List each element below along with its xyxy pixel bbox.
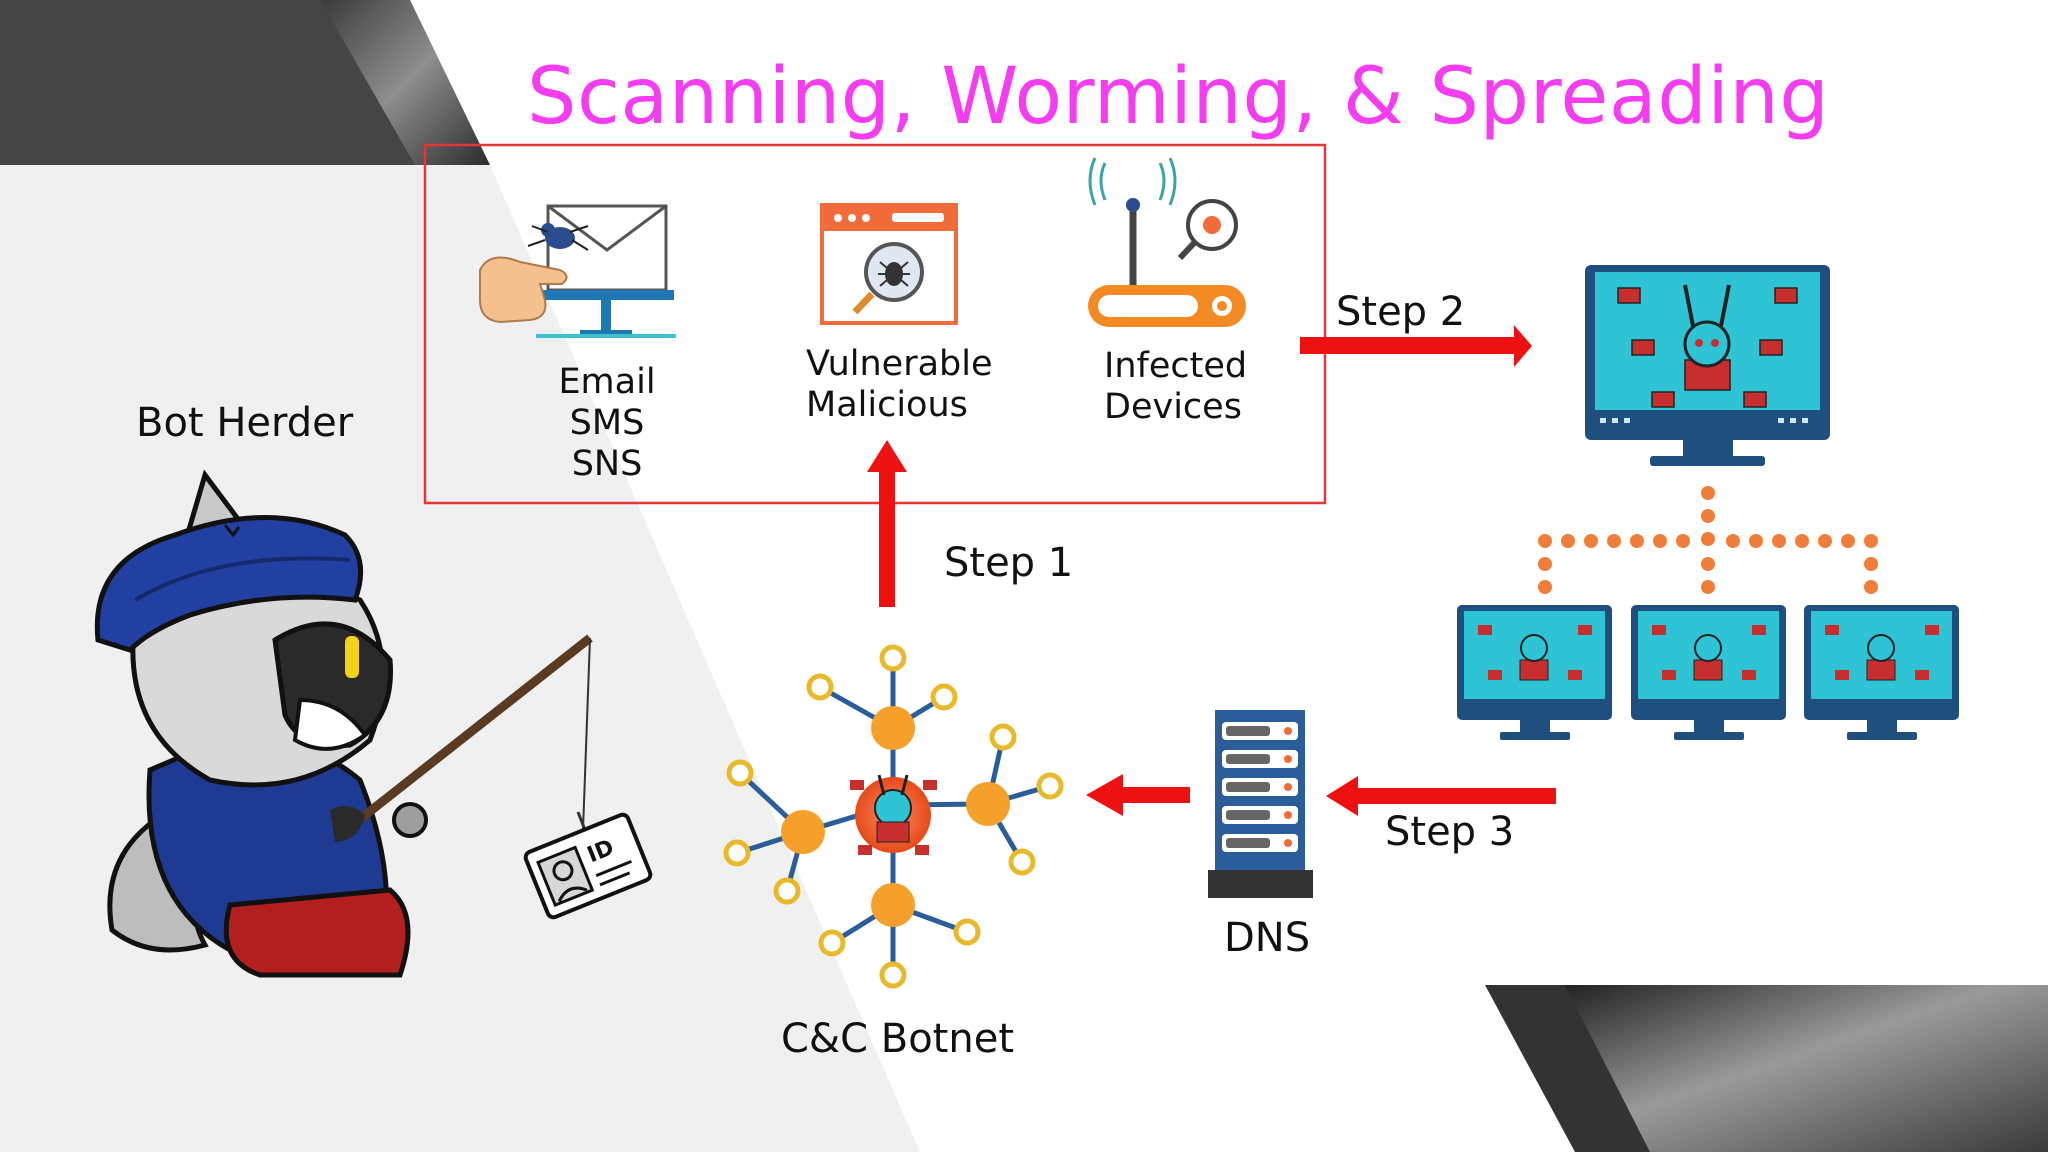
infected-router-icon xyxy=(1088,157,1246,327)
step1-arrow xyxy=(867,440,907,607)
devices-label-line: Devices xyxy=(1104,387,1242,427)
slide-title: Scanning, Worming, & Spreading xyxy=(527,52,1830,142)
step3-arrow-b xyxy=(1086,774,1190,816)
email-sms-sns-label: Email SMS SNS xyxy=(497,362,717,485)
malicious-label-line: Malicious xyxy=(806,385,968,425)
sns-label-line: SNS xyxy=(571,444,643,484)
dns-server-icon xyxy=(1208,710,1313,898)
step2-arrow xyxy=(1300,325,1532,367)
dns-label: DNS xyxy=(1224,915,1311,961)
email-label-line: Email xyxy=(558,362,656,402)
network-connector-dots xyxy=(1538,486,1878,594)
bot-herder-label: Bot Herder xyxy=(136,400,354,446)
infected-monitor-right xyxy=(1804,605,1959,740)
id-badge-icon: ID xyxy=(523,811,653,920)
email-phishing-icon xyxy=(479,204,676,338)
bot-herder-character xyxy=(94,469,593,978)
step1-label: Step 1 xyxy=(944,540,1074,586)
vulnerable-malicious-label: Vulnerable Malicious xyxy=(806,344,993,426)
infected-main-monitor xyxy=(1585,265,1830,466)
sms-label-line: SMS xyxy=(569,403,645,443)
cc-botnet-label: C&C Botnet xyxy=(781,1016,1015,1062)
infected-devices-label: Infected Devices xyxy=(1104,346,1247,428)
infected-label-line: Infected xyxy=(1104,346,1248,386)
malicious-webpage-icon xyxy=(820,203,958,325)
methods-frame xyxy=(423,143,1327,505)
cc-botnet-nodes xyxy=(723,644,1064,989)
step3-label: Step 3 xyxy=(1385,809,1515,855)
infected-monitor-left xyxy=(1457,605,1612,740)
step2-label: Step 2 xyxy=(1336,289,1466,335)
infected-monitor-center xyxy=(1631,605,1786,740)
vulnerable-label-line: Vulnerable xyxy=(806,344,993,384)
step3-arrow-a xyxy=(1326,776,1556,816)
